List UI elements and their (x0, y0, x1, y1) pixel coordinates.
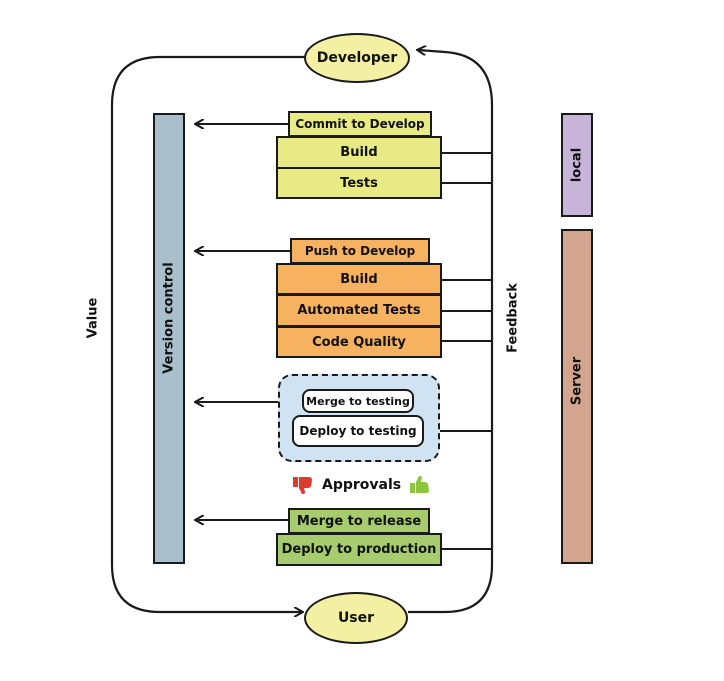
thumbs-up-icon (410, 476, 430, 493)
user-label: User (337, 610, 375, 626)
code-quality-box: Code Quality (276, 326, 442, 358)
merge-to-release-box: Merge to release (288, 508, 430, 534)
automated-tests-box: Automated Tests (276, 294, 442, 327)
commit-build-box: Build (276, 136, 442, 169)
automated-tests-label: Automated Tests (297, 303, 421, 318)
value-label: Value (85, 297, 101, 339)
local-bar (561, 113, 593, 217)
version-control-label: Version control (161, 262, 177, 374)
commit-tests-label: Tests (340, 175, 378, 191)
commit-tests-box: Tests (276, 167, 442, 199)
server-bar (561, 229, 593, 564)
deploy-to-production-box: Deploy to production (276, 533, 442, 566)
push-to-develop-label: Push to Develop (304, 244, 416, 258)
server-label: Server (569, 356, 585, 406)
version-control-bar (153, 113, 185, 564)
user-node: User (304, 592, 408, 644)
developer-label: Developer (316, 50, 398, 66)
approvals-row: Approvals (292, 475, 431, 495)
code-quality-label: Code Quality (312, 334, 406, 350)
merge-to-testing-label: Merge to testing (306, 394, 410, 408)
merge-to-testing-box: Merge to testing (302, 389, 414, 413)
merge-to-release-label: Merge to release (296, 513, 422, 529)
value-loop-line (110, 55, 306, 612)
push-build-label: Build (340, 271, 378, 287)
deploy-to-production-label: Deploy to production (281, 542, 437, 557)
developer-node: Developer (304, 33, 410, 83)
feedback-loop-line (408, 50, 494, 614)
commit-build-label: Build (340, 145, 378, 160)
feedback-label: Feedback (505, 283, 521, 353)
commit-to-develop-label: Commit to Develop (295, 117, 425, 131)
push-to-develop-box: Push to Develop (290, 238, 430, 264)
deploy-to-testing-label: Deploy to testing (299, 424, 417, 438)
push-build-box: Build (276, 263, 442, 295)
commit-to-develop-box: Commit to Develop (288, 111, 432, 137)
local-label: local (569, 147, 585, 183)
thumbs-down-icon (293, 477, 312, 494)
approvals-label: Approvals (322, 477, 402, 493)
deploy-to-testing-box: Deploy to testing (292, 415, 424, 447)
